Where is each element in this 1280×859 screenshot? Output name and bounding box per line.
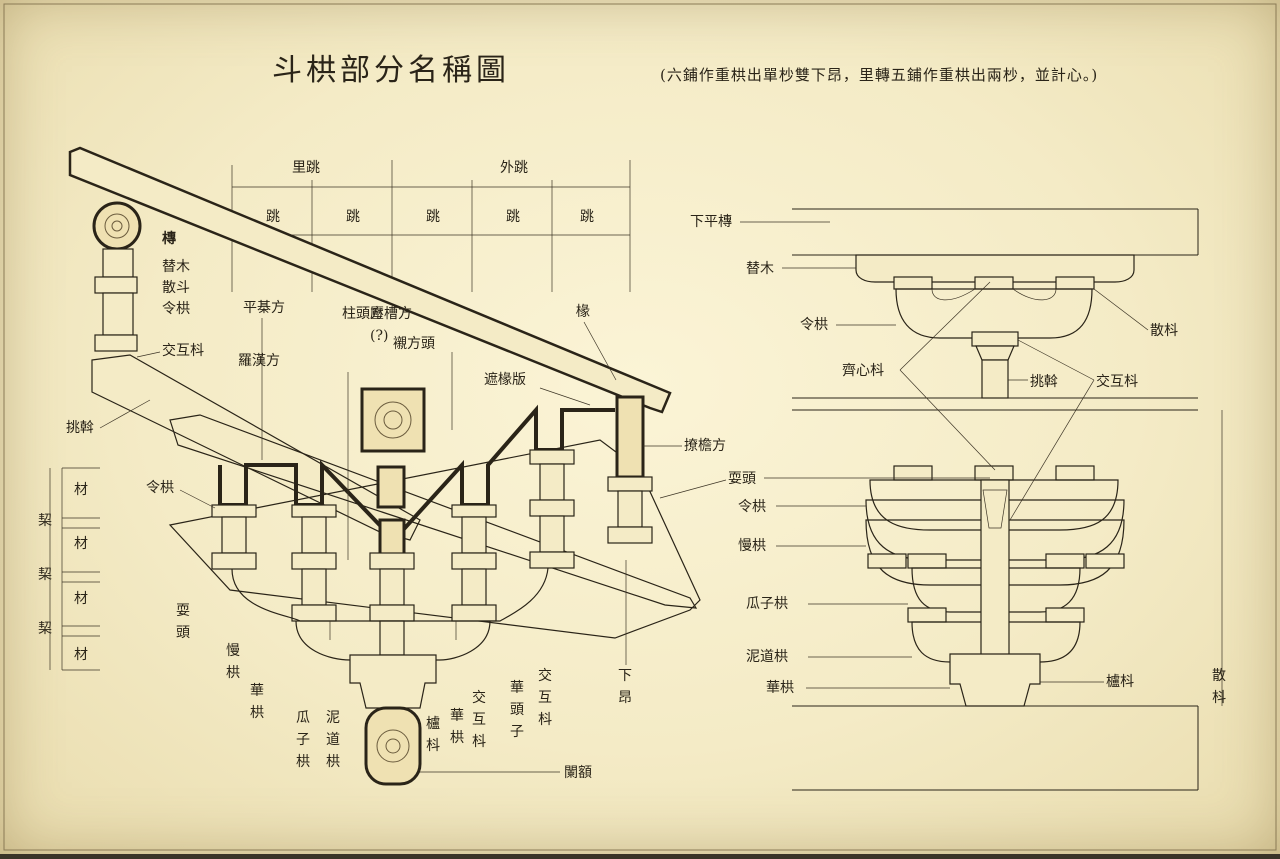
purlin-log bbox=[92, 201, 142, 251]
label-sandou: 散斗 bbox=[162, 280, 190, 296]
label-guazigong: 瓜子栱 bbox=[296, 710, 310, 770]
label-sandou-right: 散枓 bbox=[1150, 323, 1178, 339]
label-xiaang: 下昂 bbox=[618, 668, 632, 706]
label-luohanfang: 羅漢方 bbox=[238, 353, 280, 369]
lower-ang bbox=[168, 439, 701, 639]
label-linggong-2: 令栱 bbox=[146, 480, 174, 496]
label-xiapingtuan: 下平槫 bbox=[690, 214, 732, 230]
label-liaoyanfang: 撩檐方 bbox=[684, 437, 726, 454]
label-tiaogan: 挑斡 bbox=[66, 420, 94, 436]
bracket-column-4 bbox=[451, 504, 497, 622]
label-huagong-right: 華栱 bbox=[766, 680, 794, 696]
label-huatouzi: 華頭子 bbox=[510, 680, 524, 740]
label-ludou: 櫨枓 bbox=[426, 716, 440, 754]
label-timu: 替木 bbox=[162, 259, 190, 275]
bracket-column-2 bbox=[291, 504, 337, 622]
sheet-border bbox=[3, 3, 1277, 851]
label-tiao-1: 跳 bbox=[266, 209, 280, 225]
label-waitiao: 外跳 bbox=[500, 160, 528, 176]
label-mangong-right: 慢栱 bbox=[738, 537, 766, 554]
label-linggong-right: 令栱 bbox=[800, 317, 828, 333]
label-zheyanban: 遮椽版 bbox=[484, 372, 526, 388]
label-tiao-2: 跳 bbox=[346, 209, 360, 225]
right-elevation-view: 下平槫 替木 令栱 散枓 齊心枓 挑斡 交互枓 耍頭 令栱 慢栱 瓜子栱 泥道栱… bbox=[690, 208, 1226, 791]
label-cai-3: 材 bbox=[74, 591, 88, 607]
architrave-log bbox=[364, 706, 422, 786]
label-tiao-3: 跳 bbox=[426, 209, 440, 225]
label-jiaohudou-2: 交互枓 bbox=[472, 689, 486, 750]
label-huagong-2: 華栱 bbox=[450, 708, 464, 746]
label-qi-3: 栔 bbox=[38, 621, 52, 637]
label-pingqifang: 平棊方 bbox=[243, 300, 285, 316]
label-jiaohudou: 交互枓 bbox=[162, 342, 204, 359]
bracket-column-6 bbox=[607, 476, 653, 544]
label-qi-1: 栔 bbox=[38, 513, 52, 529]
label-zhutoufang: 柱頭方 bbox=[342, 306, 384, 322]
rafter bbox=[68, 146, 672, 414]
label-chuan: 椽 bbox=[576, 304, 590, 320]
label-litiao: 里跳 bbox=[292, 160, 320, 176]
label-tiao-4: 跳 bbox=[506, 209, 520, 225]
label-linggong2-right: 令栱 bbox=[738, 499, 766, 515]
label-timu-right: 替木 bbox=[746, 261, 774, 277]
bracket-column-3 bbox=[369, 552, 415, 656]
label-cai-4: 材 bbox=[74, 647, 88, 663]
label-jiaohudou-right: 交互枓 bbox=[1096, 373, 1138, 390]
label-sandou2-right: 散枓 bbox=[1212, 668, 1226, 706]
eave-purlin-beam bbox=[615, 395, 645, 479]
label-tuan: 槫 bbox=[162, 230, 176, 247]
label-cai-2: 材 bbox=[74, 536, 88, 552]
label-ludou-right: 櫨枓 bbox=[1106, 674, 1134, 690]
label-shuatou-left: 耍頭 bbox=[176, 603, 190, 641]
bracket-column-1 bbox=[211, 504, 257, 570]
pressure-beam bbox=[360, 387, 426, 453]
label-mangong: 慢栱 bbox=[226, 642, 240, 681]
label-jiaohudou-3: 交互枓 bbox=[538, 667, 552, 728]
label-yacaofang: 壓槽方(?) bbox=[370, 306, 412, 344]
diagram-title: 斗栱部分名稱圖 bbox=[272, 53, 510, 88]
label-tiao-5: 跳 bbox=[580, 209, 594, 225]
label-cai-1: 材 bbox=[74, 482, 88, 498]
label-qi-2: 栔 bbox=[38, 567, 52, 583]
lever-arm bbox=[91, 354, 421, 541]
label-shuatou-right: 耍頭 bbox=[728, 471, 756, 487]
label-guazigong-right: 瓜子栱 bbox=[746, 596, 788, 612]
label-tiaogan-right: 挑斡 bbox=[1030, 374, 1058, 390]
left-section-view: 里跳 外跳 跳 跳 跳 跳 跳 bbox=[38, 146, 756, 786]
label-linggong: 令栱 bbox=[162, 301, 190, 317]
diagram-subtitle: (六鋪作重栱出單杪雙下昂，里轉五鋪作重栱出兩杪，並計心。) bbox=[660, 66, 1098, 84]
label-lan-e: 闌額 bbox=[564, 765, 592, 781]
label-chenfangtou: 襯方頭 bbox=[393, 335, 435, 352]
label-huagong: 華栱 bbox=[250, 683, 264, 721]
label-nidaogong: 泥道栱 bbox=[326, 710, 340, 770]
bracket-column-5 bbox=[529, 449, 575, 569]
cap-block bbox=[349, 654, 437, 709]
label-qixindou: 齊心枓 bbox=[842, 362, 884, 379]
label-nidaogong-right: 泥道栱 bbox=[746, 649, 788, 665]
